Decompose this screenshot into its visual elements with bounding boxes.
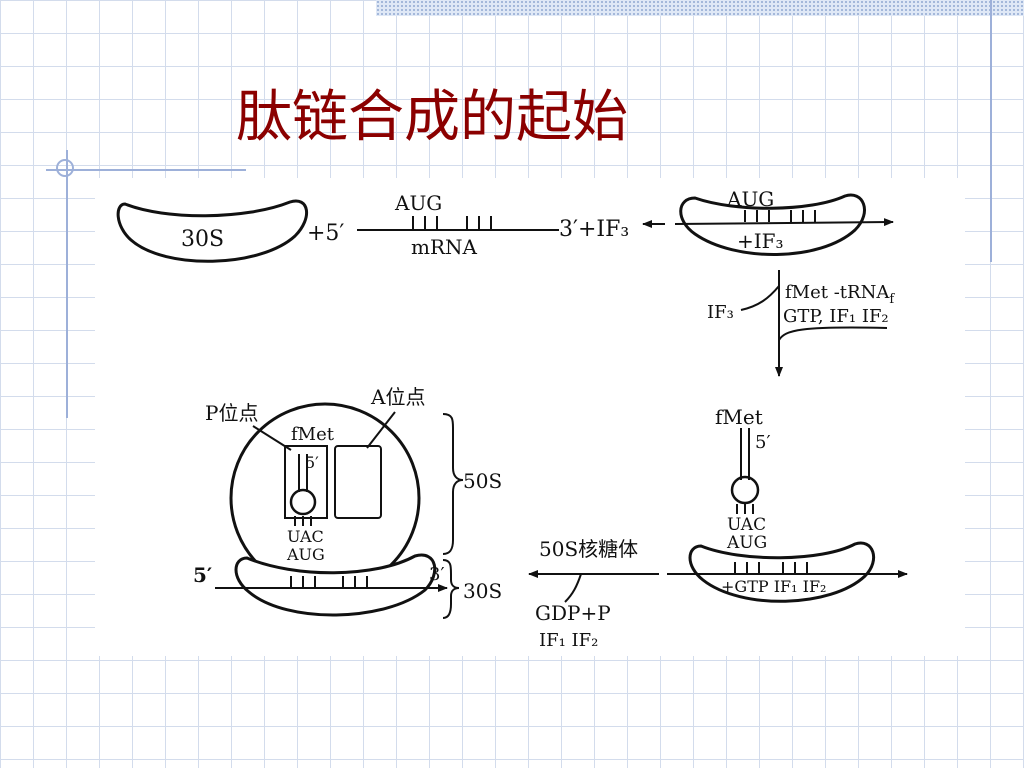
step3-fmet: fMet: [715, 405, 763, 429]
p-site-box: [284, 445, 328, 519]
complex-codon-ticks: [744, 210, 816, 222]
step4-group: 50S核糖体 GDP+P IF₁ IF₂: [528, 537, 659, 651]
p-site-label: P位点: [205, 401, 258, 425]
step4-if-factors: IF₁ IF₂: [539, 630, 598, 651]
step4-gdp-p: GDP+P: [535, 601, 611, 625]
released-if3: IF₃: [707, 302, 734, 323]
gtp-if-factors: GTP, IF₁ IF₂: [783, 306, 889, 327]
vertical-rule-left: [66, 150, 68, 418]
step1-group: 30S +5′ AUG mRNA 3′+IF₃ AUG +IF₃: [116, 187, 894, 263]
brace-30s: [442, 559, 460, 619]
initiation-diagram-svg: 30S +5′ AUG mRNA 3′+IF₃ AUG +IF₃: [116, 187, 908, 651]
brace-50s: [442, 413, 464, 555]
step3-factors: +GTP IF₁ IF₂: [721, 577, 826, 596]
complex-codon-aug: AUG: [726, 187, 774, 211]
step3-codon: AUG: [726, 533, 767, 553]
complex-mrna-arrow: [674, 218, 894, 227]
final-5prime: 5′: [305, 453, 319, 472]
step3-trna-loop: [730, 475, 760, 505]
plus-5prime: +5′: [307, 221, 344, 246]
slide-title: 肽链合成的起始: [236, 85, 628, 150]
mrna-codon-aug: AUG: [394, 191, 442, 215]
fmet-trna-label: fMet -tRNAf: [785, 282, 895, 307]
final-trna-loop: [289, 488, 317, 516]
step4-release-curve: [564, 573, 582, 603]
subunit-30s-shape: [116, 199, 309, 263]
final-codon-ticks: [290, 576, 368, 587]
complex-30s-shape: [679, 193, 866, 256]
if3-release-curve: [740, 285, 780, 311]
rule-knob-ornament: [56, 159, 74, 177]
final-anticodon: UAC: [287, 527, 324, 546]
final-mrna-5prime: 5′: [193, 563, 212, 587]
final-50s-label: 50S: [463, 469, 502, 493]
final-fmet: fMet: [291, 424, 335, 445]
header-band: [376, 0, 1024, 16]
a-site-box: [334, 445, 382, 519]
step3-anticodon: UAC: [727, 515, 766, 535]
step3-30s-shape: [688, 541, 876, 603]
step3-codon-ticks: [734, 562, 808, 574]
initiation-diagram: 30S +5′ AUG mRNA 3′+IF₃ AUG +IF₃: [95, 178, 965, 656]
final-mrna-3prime: 3′: [429, 564, 445, 585]
step3-5prime: 5′: [755, 432, 771, 453]
plus-3prime-if3: 3′+IF₃: [559, 217, 629, 242]
step2-group: IF₃ fMet -tRNAf GTP, IF₁ IF₂: [707, 270, 895, 377]
a-site-label: A位点: [370, 385, 425, 409]
vertical-rule-right: [990, 0, 992, 262]
a-site-pointer: [366, 411, 396, 449]
final-anticodon-ticks: [294, 516, 312, 526]
subunit-30s-label: 30S: [181, 227, 224, 252]
factor-join-curve: [778, 326, 888, 341]
final-codon: AUG: [286, 545, 325, 564]
final-30s-label: 30S: [463, 579, 502, 603]
step4-50s-label: 50S核糖体: [539, 537, 638, 561]
mrna-codon-ticks: [412, 216, 492, 229]
step3-anticodon-ticks: [736, 504, 754, 514]
final-30s-subunit: [234, 553, 437, 617]
complex-factor-if3: +IF₃: [737, 229, 784, 253]
mrna-label: mRNA: [411, 235, 478, 259]
title-rule: [46, 169, 246, 171]
step3-group: fMet 5′ UAC AUG +GTP IF₁ IF₂: [667, 405, 908, 603]
final-group: P位点 A位点 fMet 5′ UAC AUG 5′ 3′ 50S: [193, 385, 502, 619]
